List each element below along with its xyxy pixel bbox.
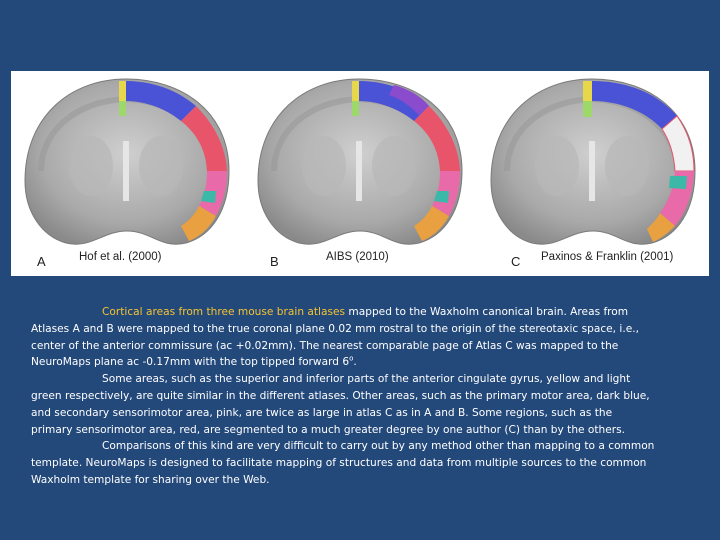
caption-text: Some areas, such as the superior and inf… <box>31 373 650 436</box>
panel-letter: B <box>270 254 279 269</box>
panel-b: B AIBS (2010) <box>244 71 476 276</box>
caption-text-end: . <box>353 356 357 369</box>
panel-c: C Paxinos & Franklin (2001) <box>477 71 709 276</box>
caption-paragraph-1: Cortical areas from three mouse brain at… <box>31 304 656 371</box>
degree-superscript: o <box>349 354 354 363</box>
caption-text: mapped to the Waxholm canonical brain. A… <box>31 306 639 369</box>
caption-highlight: Cortical areas from three mouse brain at… <box>102 306 346 318</box>
panel-letter: A <box>37 254 46 269</box>
caption-paragraph-2: Some areas, such as the superior and inf… <box>31 371 656 438</box>
panel-a: A Hof et al. (2000) <box>11 71 243 276</box>
brain-section-a <box>24 78 230 245</box>
panel-letter: C <box>511 254 521 269</box>
panel-source: Hof et al. (2000) <box>79 251 162 263</box>
caption-text: Comparisons of this kind are very diffic… <box>31 440 655 486</box>
brain-section-c <box>490 78 696 245</box>
atlas-comparison-figure: A Hof et al. (2000) B AIBS (2010) <box>11 71 709 276</box>
caption-paragraph-3: Comparisons of this kind are very diffic… <box>31 438 656 488</box>
brain-section-b <box>257 78 463 245</box>
panel-source: AIBS (2010) <box>326 251 389 263</box>
figure-caption: Cortical areas from three mouse brain at… <box>31 304 656 489</box>
panel-source: Paxinos & Franklin (2001) <box>541 251 674 263</box>
